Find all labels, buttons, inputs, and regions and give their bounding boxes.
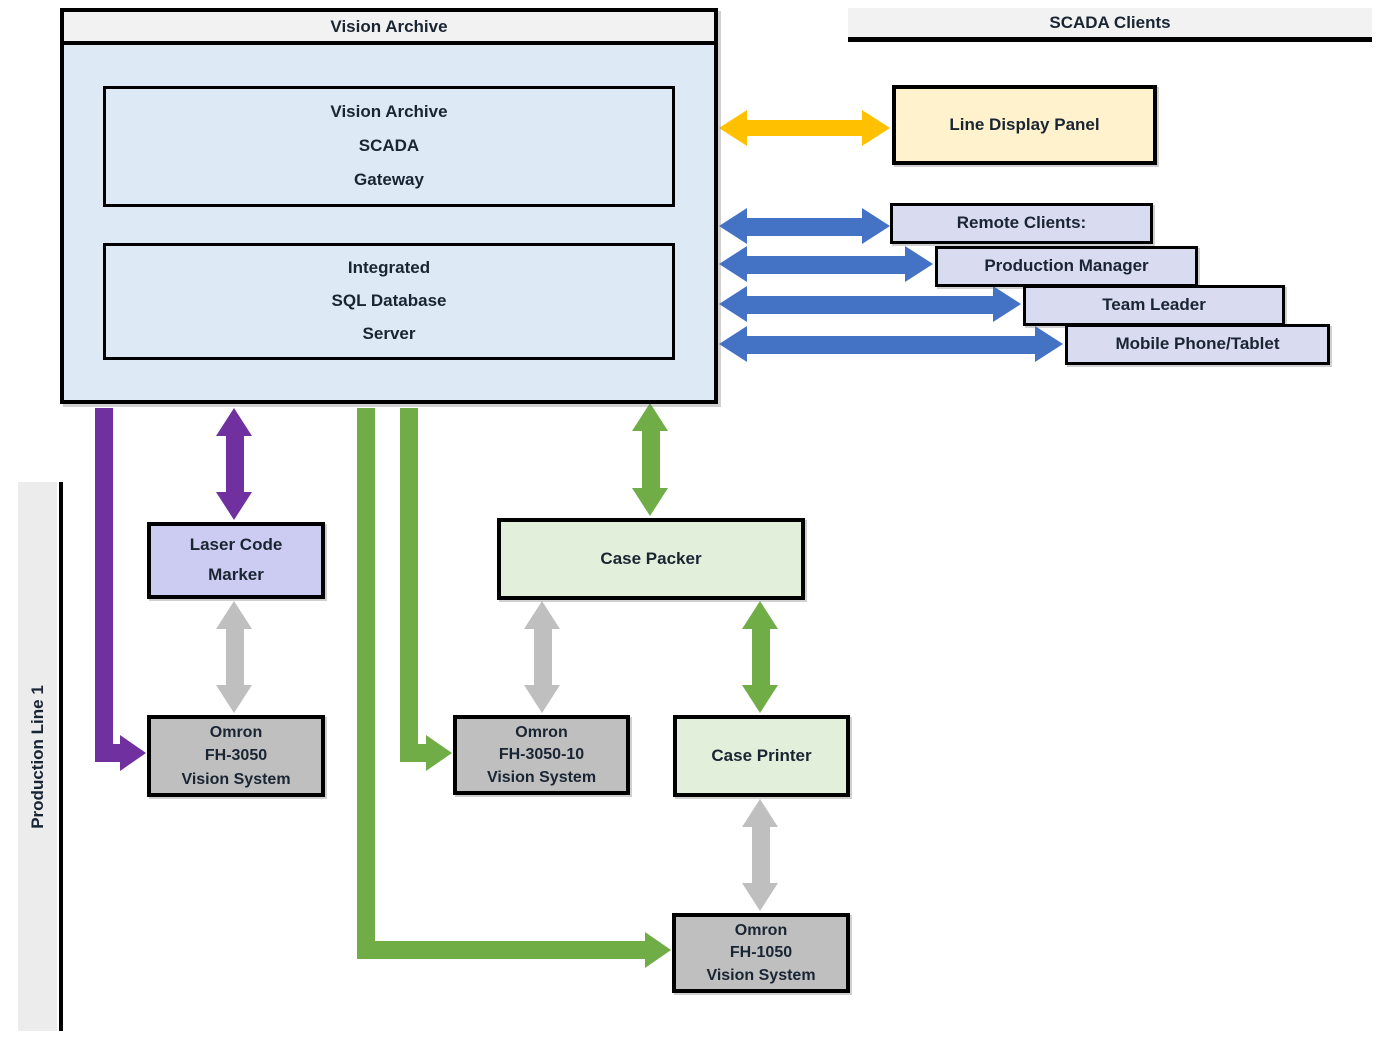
omron-fh3050-vision-system-box: Omron FH-3050 Vision System <box>147 715 325 797</box>
arrow-va-omron-fh1050-elbow <box>357 408 671 968</box>
vision-archive-title: Vision Archive <box>330 16 448 36</box>
omron-fh3050-10-line-2: FH-3050-10 <box>498 746 585 764</box>
scada-clients-title: SCADA Clients <box>1049 12 1171 32</box>
production-manager-box: Production Manager <box>935 246 1198 287</box>
gateway-line-1: Vision Archive <box>330 102 448 122</box>
database-line-3: Server <box>362 324 416 344</box>
omron-fh1050-vision-system-box: Omron FH-1050 Vision System <box>672 913 850 993</box>
production-line-1-label: Production Line 1 <box>27 684 47 829</box>
gateway-line-2: SCADA <box>358 136 420 156</box>
mobile-phone-tablet-label: Mobile Phone/Tablet <box>1115 334 1280 354</box>
line-display-panel-label: Line Display Panel <box>949 114 1100 134</box>
omron-fh1050-line-2: FH-1050 <box>729 944 793 962</box>
arrow-va-case-packer <box>632 403 668 516</box>
vision-archive-header: Vision Archive <box>64 12 714 45</box>
arrow-db-remote-clients <box>719 208 890 244</box>
remote-clients-label: Remote Clients: <box>956 213 1087 233</box>
arrow-laser-marker-omron-fh3050 <box>216 601 252 713</box>
arrow-db-mobile-phone <box>719 326 1063 362</box>
database-line-2: SQL Database <box>331 291 447 311</box>
arrow-va-laser-marker <box>216 408 252 520</box>
case-printer-label: Case Printer <box>711 745 812 765</box>
omron-fh3050-line-2: FH-3050 <box>204 747 268 765</box>
laser-code-marker-line-2: Marker <box>208 565 264 585</box>
gateway-line-3: Gateway <box>354 170 424 190</box>
line-display-panel-box: Line Display Panel <box>892 85 1157 165</box>
arrow-db-production-manager <box>719 246 933 282</box>
vision-archive-scada-gateway-box: Vision Archive SCADA Gateway <box>103 86 675 207</box>
arrow-case-packer-case-printer <box>742 601 778 713</box>
laser-code-marker-box: Laser Code Marker <box>147 522 325 599</box>
arrow-va-omron-fh3050-10-elbow <box>400 408 452 771</box>
omron-fh1050-line-1: Omron <box>734 921 788 939</box>
arrow-db-team-leader <box>719 286 1021 322</box>
omron-fh1050-line-3: Vision System <box>706 967 816 985</box>
omron-fh3050-10-line-3: Vision System <box>486 769 597 787</box>
database-line-1: Integrated <box>347 258 431 278</box>
team-leader-label: Team Leader <box>1102 295 1206 315</box>
omron-fh3050-line-3: Vision System <box>181 770 291 788</box>
omron-fh3050-10-line-1: Omron <box>515 723 568 741</box>
scada-clients-header: SCADA Clients <box>848 8 1372 42</box>
team-leader-box: Team Leader <box>1023 285 1285 326</box>
production-line-1-bar: Production Line 1 <box>18 482 57 1031</box>
case-packer-label: Case Packer <box>600 548 702 568</box>
omron-fh3050-line-1: Omron <box>209 724 263 742</box>
integrated-sql-database-server-box: Integrated SQL Database Server <box>103 243 675 360</box>
arrow-case-packer-omron-fh3050-10 <box>524 601 560 713</box>
omron-fh3050-10-vision-system-box: Omron FH-3050-10 Vision System <box>453 715 630 795</box>
arrow-gateway-line-display <box>719 110 890 146</box>
production-manager-label: Production Manager <box>984 256 1149 276</box>
case-printer-box: Case Printer <box>673 715 850 797</box>
production-line-1-bracket-line <box>59 482 63 1031</box>
remote-clients-box: Remote Clients: <box>890 203 1153 244</box>
mobile-phone-tablet-box: Mobile Phone/Tablet <box>1065 324 1330 365</box>
arrow-va-omron-fh3050-elbow <box>95 408 146 771</box>
case-packer-box: Case Packer <box>497 518 805 600</box>
arrow-case-printer-omron-fh1050 <box>742 799 778 911</box>
laser-code-marker-line-1: Laser Code <box>189 535 283 555</box>
